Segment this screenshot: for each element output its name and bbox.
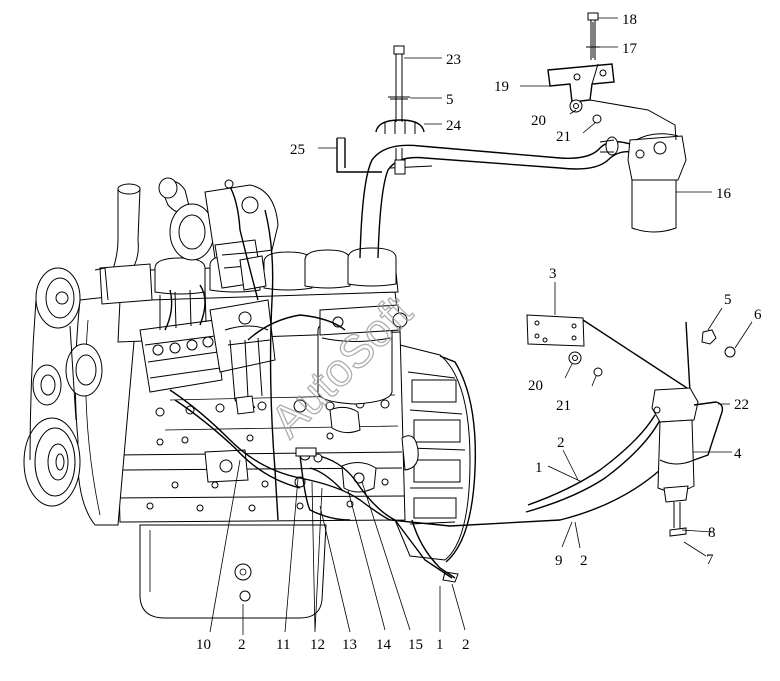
clamp-24: [375, 119, 425, 133]
engine-assembly: [23, 177, 477, 619]
callout-13: 13: [342, 637, 357, 653]
callout-21-mid: 21: [556, 398, 571, 414]
plate-3: [526, 314, 585, 347]
callout-25: 25: [290, 142, 305, 158]
callout-23: 23: [446, 52, 461, 68]
bolt-23: [388, 45, 410, 160]
fuel-filter-4: [526, 314, 736, 537]
callout-16: 16: [716, 186, 732, 202]
callout-24: 24: [446, 118, 462, 134]
idler-pulley: [32, 364, 62, 406]
intake-pipe: [111, 187, 141, 273]
crank-pulley: [23, 417, 81, 507]
callout-17: 17: [622, 41, 638, 57]
turbocharger: [158, 177, 279, 291]
callout-5-top: 5: [446, 92, 454, 108]
drain-plug: [234, 563, 252, 581]
starter-motor: [401, 435, 419, 471]
callout-6: 6: [754, 307, 762, 323]
dipstick-tube: [264, 209, 279, 521]
filter-head: [651, 387, 699, 423]
callout-2-bottom: 2: [462, 637, 470, 653]
accessory-pulley: [65, 343, 103, 397]
injection-pump: [139, 319, 223, 393]
supply-line-upper: [359, 141, 631, 259]
callout-8: 8: [708, 525, 716, 541]
callout-1-right: 1: [535, 460, 543, 476]
callout-2-lower: 2: [580, 553, 588, 569]
callout-1-bottom: 1: [436, 637, 444, 653]
fuel-filter-16: [547, 12, 687, 233]
fuel-lines: [169, 119, 661, 583]
callout-20-mid: 20: [528, 378, 543, 394]
oil-pan: [139, 524, 327, 619]
washer-21a: [592, 114, 602, 124]
engine-filter: [317, 304, 408, 434]
callout-2-pan: 2: [238, 637, 246, 653]
callout-21-top: 21: [556, 129, 571, 145]
nut-20b: [568, 351, 582, 365]
callout-9: 9: [555, 553, 563, 569]
washer-21b: [593, 367, 603, 377]
callout-22: 22: [734, 397, 749, 413]
callout-2-right: 2: [557, 435, 565, 451]
callout-3: 3: [549, 266, 557, 282]
fan-pulley: [35, 267, 81, 329]
leader-lines: [209, 17, 753, 635]
callout-7: 7: [706, 552, 714, 568]
bracket-25: [336, 138, 382, 173]
bolt-6: [724, 346, 736, 358]
callout-10: 10: [196, 637, 211, 653]
filter-inlet-line: [527, 414, 656, 506]
callout-18: 18: [622, 12, 637, 28]
callout-14: 14: [376, 637, 392, 653]
callout-labels: 18 17 23 19 5 20 24 21 25 16 3 5 6 20 21…: [196, 12, 762, 653]
nut-5b: [701, 329, 717, 345]
callout-15: 15: [408, 637, 423, 653]
callout-12: 12: [310, 637, 325, 653]
callout-11: 11: [276, 637, 290, 653]
callout-5-right: 5: [724, 292, 732, 308]
nut-20a: [569, 99, 583, 113]
callout-4: 4: [734, 446, 742, 462]
callout-19: 19: [494, 79, 509, 95]
callout-20-top: 20: [531, 113, 546, 129]
